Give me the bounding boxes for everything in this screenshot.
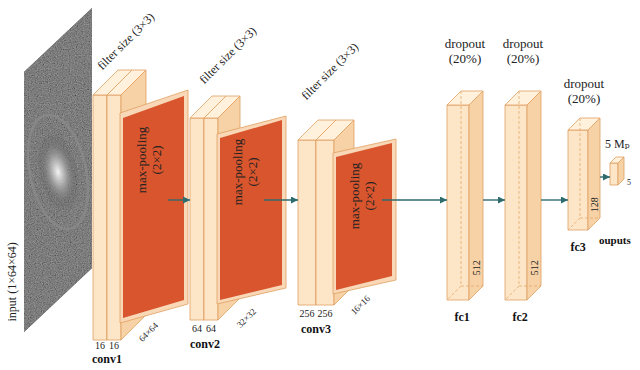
channel-count: 64: [206, 323, 216, 335]
pooling-label: max-pooling (2×2): [135, 124, 165, 196]
dense-front: [505, 105, 527, 300]
image-noise: [24, 8, 92, 332]
unit-count: 512: [528, 260, 540, 275]
image-ground: [24, 8, 92, 332]
slab-front: [298, 140, 316, 305]
galaxy-core: [30, 129, 86, 216]
hidden-edge: [505, 91, 519, 300]
layer-name: fc2: [513, 311, 528, 325]
conv-block: filter size (3×3)25625616×16conv3max-poo…: [298, 120, 396, 305]
conv-block: filter size (3×3)161664×64conv1max-pooli…: [93, 70, 188, 340]
input-image: [19, 8, 98, 332]
galaxy-ring: [19, 109, 98, 234]
hidden-edge: [447, 91, 461, 300]
pooling-frame: [333, 139, 396, 294]
slab-front: [107, 95, 121, 340]
flow-arrow: [264, 199, 298, 200]
unit-count: 512: [470, 260, 482, 275]
filter-size-label: filter size (3×3): [95, 11, 158, 74]
layer-name: conv2: [190, 338, 220, 352]
output-front: [610, 163, 618, 185]
pooling-layer: max-pooling (2×2): [342, 158, 382, 288]
dropout-label: dropout (20%): [494, 37, 552, 67]
layer-name: ouputs: [599, 234, 631, 247]
output-side: [618, 157, 624, 185]
output-layer: 5 Mₚ5ouputs: [610, 157, 624, 185]
flow-arrow: [168, 199, 190, 200]
slab-front: [316, 140, 334, 305]
hidden-edge: [568, 118, 580, 230]
dense-side: [469, 91, 483, 300]
pooling-panel: [123, 96, 184, 318]
dense-front: [447, 105, 469, 300]
input-label: input (1×64×64): [5, 242, 19, 321]
flow-arrow: [600, 176, 610, 177]
pooling-panel: [336, 143, 392, 290]
hidden-edge: [580, 218, 600, 219]
pooling-layer: max-pooling (2×2): [130, 120, 168, 310]
conv-block: filter size (3×3)646432×32conv2max-pooli…: [190, 96, 286, 320]
dropout-label: dropout (20%): [436, 37, 494, 67]
pooling-panel: [220, 120, 282, 300]
pooling-frame: [120, 90, 188, 323]
slab-front: [204, 118, 218, 320]
channel-count: 256: [318, 308, 333, 320]
feature-map-size: 64×64: [136, 320, 160, 344]
channel-count: 64: [192, 323, 202, 335]
pooling-label: max-pooling (2×2): [348, 160, 378, 232]
dense-layer: dropout (20%)512fc1: [447, 91, 483, 300]
slab-front: [93, 95, 107, 340]
pooling-label: max-pooling (2×2): [231, 136, 261, 208]
dense-front: [568, 130, 588, 230]
flow-arrow: [483, 199, 505, 200]
channel-count: 16: [109, 340, 119, 352]
dense-side: [527, 91, 541, 300]
output-label: 5 Mₚ: [605, 138, 629, 152]
filter-size-label: filter size (3×3): [299, 41, 362, 104]
slab-front: [190, 118, 204, 320]
layer-name: fc1: [455, 311, 470, 325]
input-image: input (1×64×64): [2, 4, 92, 340]
layer-name: conv3: [301, 323, 331, 337]
dense-layer: dropout (20%)512fc2: [505, 91, 541, 300]
pooling-frame: [217, 116, 286, 304]
dense-side: [588, 118, 600, 230]
flow-arrow: [541, 199, 568, 200]
filter-size-label: filter size (3×3): [197, 25, 260, 88]
unit-count: 5: [627, 178, 631, 187]
hidden-edge: [461, 286, 483, 287]
unit-count: 128: [588, 197, 600, 212]
channel-count: 256: [300, 308, 315, 320]
layer-name: fc3: [571, 241, 586, 255]
channel-count: 16: [95, 340, 105, 352]
layer-name: conv1: [92, 353, 122, 367]
dropout-label: dropout (20%): [555, 77, 613, 107]
hidden-edge: [519, 286, 541, 287]
dense-layer: dropout (20%)128fc3: [568, 118, 600, 230]
flow-arrow: [382, 199, 447, 200]
pooling-layer: max-pooling (2×2): [226, 140, 264, 290]
feature-map-size: 32×32: [234, 306, 258, 330]
feature-map-size: 16×16: [348, 293, 372, 317]
